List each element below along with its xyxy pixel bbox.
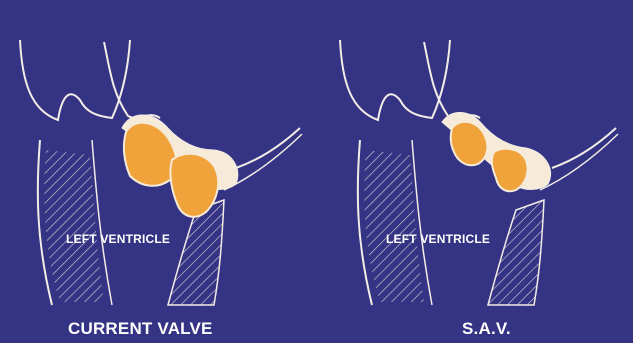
caption-current-valve: CURRENT VALVE <box>68 319 213 338</box>
region-label-right: LEFT VENTRICLE <box>386 232 490 246</box>
caption-sav: S.A.V. <box>462 319 511 338</box>
region-label-left: LEFT VENTRICLE <box>66 232 170 246</box>
